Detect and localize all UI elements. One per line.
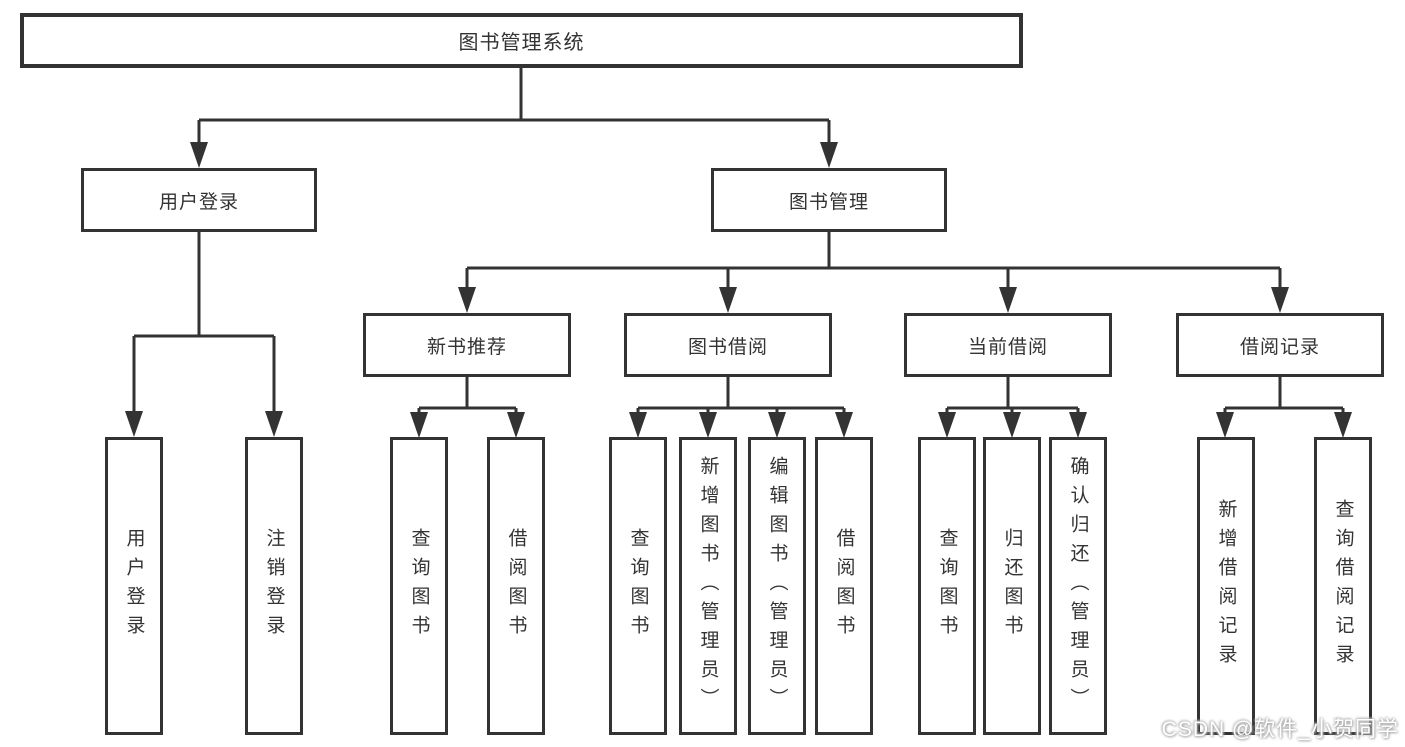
node-user-login: 用户登录: [81, 168, 317, 232]
leaf-query-borrow-record: 查询借阅记录: [1314, 437, 1372, 735]
node-borrow-records: 借阅记录: [1176, 313, 1384, 377]
connector-strokes: [132, 68, 1345, 415]
leaf-borrow-book-recommend-label: 借阅图书: [505, 528, 527, 644]
leaf-user-login: 用户登录: [105, 437, 163, 735]
leaf-query-book-borrow-label: 查询图书: [627, 528, 649, 644]
node-book-management: 图书管理: [711, 168, 947, 232]
leaf-add-borrow-record-label: 新增借阅记录: [1215, 499, 1237, 673]
csdn-watermark: CSDN @软件_小贺同学: [1161, 718, 1399, 741]
connector-arrowheads: [125, 142, 1352, 438]
leaf-borrow-book-recommend: 借阅图书: [487, 437, 545, 735]
leaf-logout-login-label: 注销登录: [263, 528, 285, 644]
leaf-borrow-book-label: 借阅图书: [833, 528, 855, 644]
leaf-return-book-label: 归还图书: [1001, 528, 1023, 644]
leaf-query-book-current-label: 查询图书: [936, 528, 958, 644]
node-new-book-recommend: 新书推荐: [363, 313, 571, 377]
node-current-borrow: 当前借阅: [904, 313, 1112, 377]
leaf-query-book-recommend: 查询图书: [390, 437, 448, 735]
leaf-query-book-borrow: 查询图书: [609, 437, 667, 735]
leaf-add-book-admin: 新增图书（管理员）: [679, 437, 737, 735]
leaf-logout-login: 注销登录: [245, 437, 303, 735]
leaf-user-login-label: 用户登录: [123, 528, 145, 644]
node-book-borrow: 图书借阅: [624, 313, 832, 377]
leaf-return-book: 归还图书: [983, 437, 1041, 735]
node-library-management-system: 图书管理系统: [20, 13, 1023, 68]
leaf-query-book-recommend-label: 查询图书: [408, 528, 430, 644]
leaf-add-borrow-record: 新增借阅记录: [1197, 437, 1255, 735]
leaf-add-book-admin-label: 新增图书（管理员）: [697, 455, 719, 717]
leaf-query-borrow-record-label: 查询借阅记录: [1332, 499, 1354, 673]
leaf-edit-book-admin-label: 编辑图书（管理员）: [766, 455, 788, 717]
leaf-borrow-book: 借阅图书: [815, 437, 873, 735]
leaf-edit-book-admin: 编辑图书（管理员）: [748, 437, 806, 735]
leaf-confirm-return-admin: 确认归还（管理员）: [1049, 437, 1107, 735]
leaf-confirm-return-admin-label: 确认归还（管理员）: [1067, 455, 1089, 717]
leaf-query-book-current: 查询图书: [918, 437, 976, 735]
